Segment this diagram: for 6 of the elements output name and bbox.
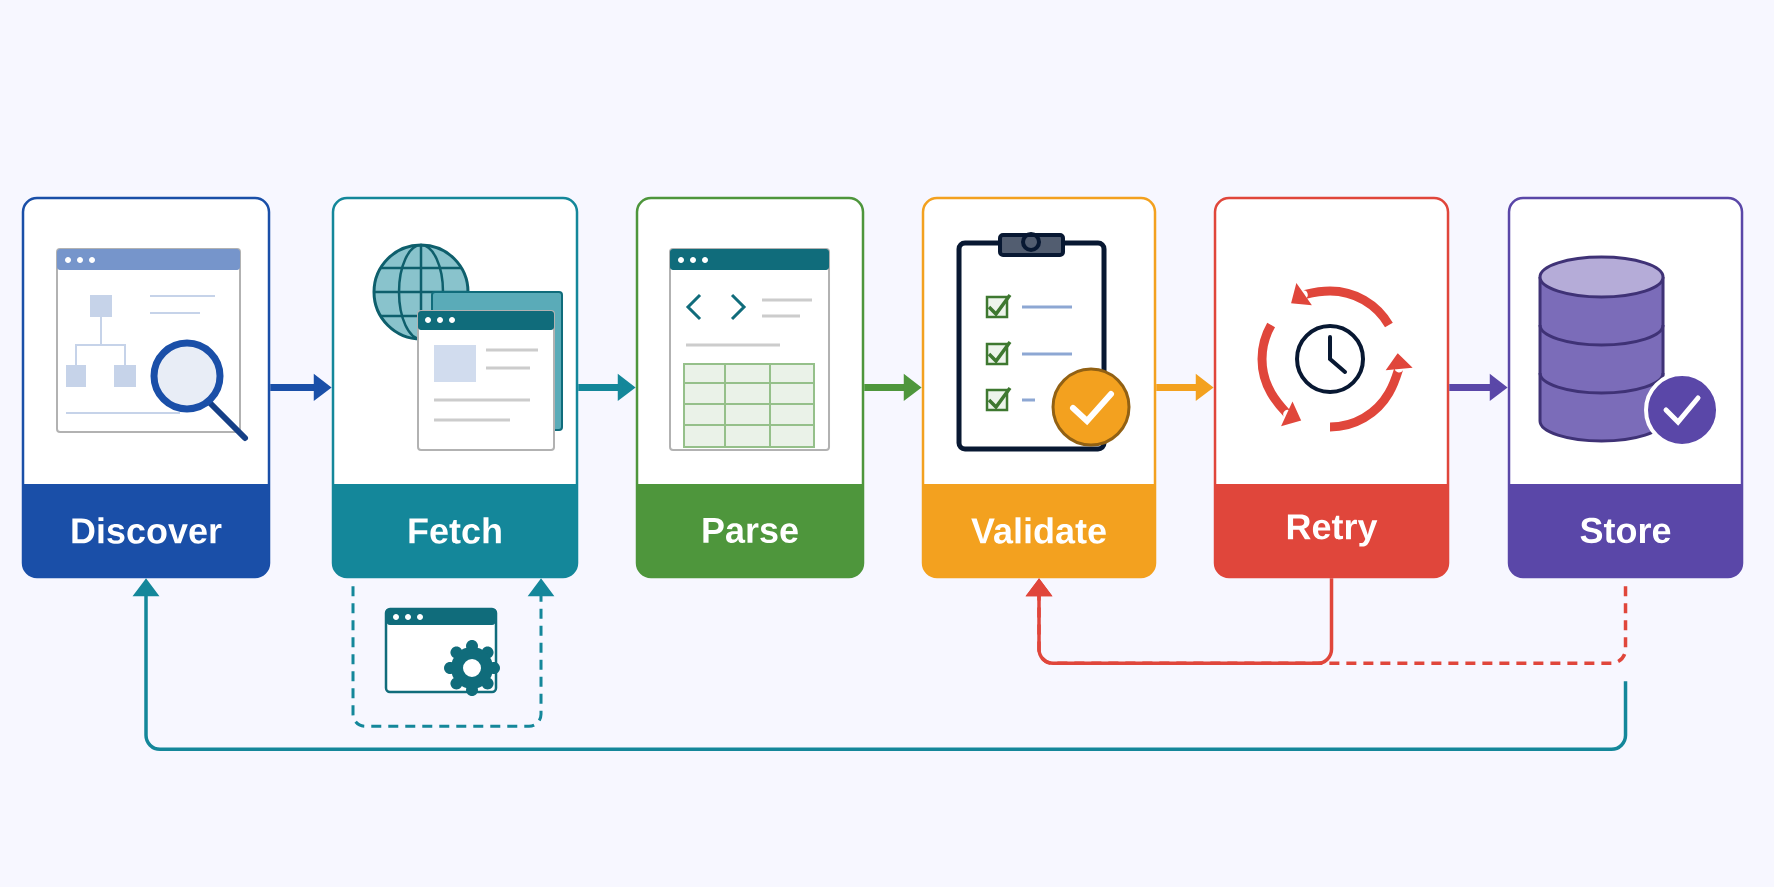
- stage-box: Fetch: [331, 196, 579, 579]
- stage-box: Validate: [921, 196, 1157, 579]
- stage-box: Retry: [1213, 196, 1450, 579]
- stage-box: Parse: [635, 196, 865, 579]
- stage-box: Store: [1507, 196, 1744, 579]
- stage-box: Discover: [21, 196, 271, 579]
